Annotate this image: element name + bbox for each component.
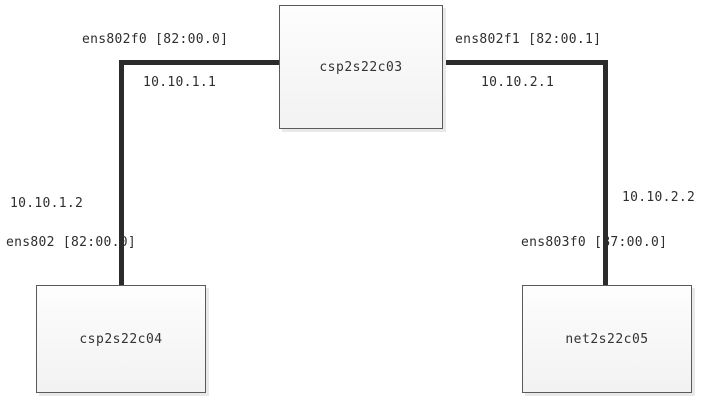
link-left-target-ip-label: 10.10.1.2	[10, 196, 84, 211]
node-csp2s22c04-label: csp2s22c04	[79, 331, 163, 347]
link-left-source-interface-label: ens802f0 [82:00.0]	[82, 32, 229, 47]
link-right-horizontal-segment	[441, 60, 608, 65]
node-net2s22c05[interactable]: net2s22c05	[522, 285, 692, 393]
node-csp2s22c04[interactable]: csp2s22c04	[36, 285, 206, 393]
node-csp2s22c03-label: csp2s22c03	[319, 59, 403, 75]
link-right-source-ip-label: 10.10.2.1	[481, 75, 555, 90]
node-net2s22c05-label: net2s22c05	[565, 331, 649, 347]
link-right-target-interface-label: ens803f0 [87:00.0]	[521, 235, 668, 250]
link-right-source-interface-label: ens802f1 [82:00.1]	[455, 32, 602, 47]
link-right-vertical-segment	[603, 60, 608, 287]
link-left-horizontal-segment	[119, 60, 281, 65]
link-left-source-ip-label: 10.10.1.1	[143, 75, 217, 90]
link-right-target-ip-label: 10.10.2.2	[622, 190, 696, 205]
node-csp2s22c03[interactable]: csp2s22c03	[279, 5, 443, 129]
link-left-target-interface-label: ens802 [82:00.0]	[6, 235, 137, 250]
link-left-vertical-segment	[119, 60, 124, 287]
